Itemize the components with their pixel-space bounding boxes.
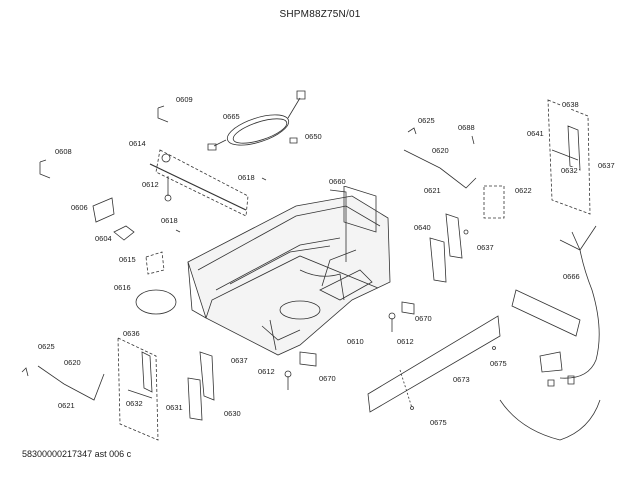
part-label-0637-bottom: 0637: [230, 356, 249, 365]
bottom-left-parts: [22, 302, 414, 440]
part-label-0650: 0650: [304, 132, 323, 141]
part-label-0632-lower: 0632: [125, 399, 144, 408]
part-label-0675-upper: 0675: [489, 359, 508, 368]
part-label-0616: 0616: [113, 283, 132, 292]
part-label-0618-upper: 0618: [237, 173, 256, 182]
part-label-0670-right: 0670: [414, 314, 433, 323]
diagram-title: SHPM88Z75N/01: [279, 9, 361, 20]
part-label-0608: 0608: [54, 147, 73, 156]
part-label-0688: 0688: [457, 123, 476, 132]
part-label-0640: 0640: [413, 223, 432, 232]
part-label-0612-bottom: 0612: [257, 367, 276, 376]
part-label-0641: 0641: [526, 129, 545, 138]
part-label-0630: 0630: [223, 409, 242, 418]
part-label-0610: 0610: [346, 337, 365, 346]
part-label-0632-upper: 0632: [560, 166, 579, 175]
part-label-0636: 0636: [122, 329, 141, 338]
part-label-0618-lower: 0618: [160, 216, 179, 225]
part-label-0614: 0614: [128, 139, 147, 148]
part-label-0660: 0660: [328, 177, 347, 186]
part-label-0615: 0615: [118, 255, 137, 264]
right-upper-parts: [404, 100, 590, 282]
part-label-0620-lower: 0620: [63, 358, 82, 367]
part-label-0666: 0666: [562, 272, 581, 281]
document-reference: 58300000217347 ast 006 c: [22, 449, 132, 459]
part-label-0673: 0673: [452, 375, 471, 384]
part-label-0609: 0609: [175, 95, 194, 104]
part-label-0625-lower: 0625: [37, 342, 56, 351]
part-label-0665: 0665: [222, 112, 241, 121]
part-label-0670-bottom: 0670: [318, 374, 337, 383]
part-label-0675-lower: 0675: [429, 418, 448, 427]
part-label-0604: 0604: [94, 234, 113, 243]
part-label-0621-lower: 0621: [57, 401, 76, 410]
part-label-0637-far-right: 0637: [597, 161, 616, 170]
base-tub: [188, 190, 390, 355]
part-label-0612-upper: 0612: [141, 180, 160, 189]
part-label-0637-right: 0637: [476, 243, 495, 252]
front-panel: [368, 316, 500, 412]
wiring-harness: [500, 226, 600, 440]
small-parts: [40, 106, 376, 314]
part-label-0606: 0606: [70, 203, 89, 212]
part-label-0631: 0631: [165, 403, 184, 412]
part-label-0625-upper: 0625: [417, 116, 436, 125]
part-label-0612-right: 0612: [396, 337, 415, 346]
mains-cable: [208, 91, 305, 151]
part-label-0638: 0638: [561, 100, 580, 109]
part-label-0622: 0622: [514, 186, 533, 195]
part-label-0621-upper: 0621: [423, 186, 442, 195]
part-label-0620-upper: 0620: [431, 146, 450, 155]
